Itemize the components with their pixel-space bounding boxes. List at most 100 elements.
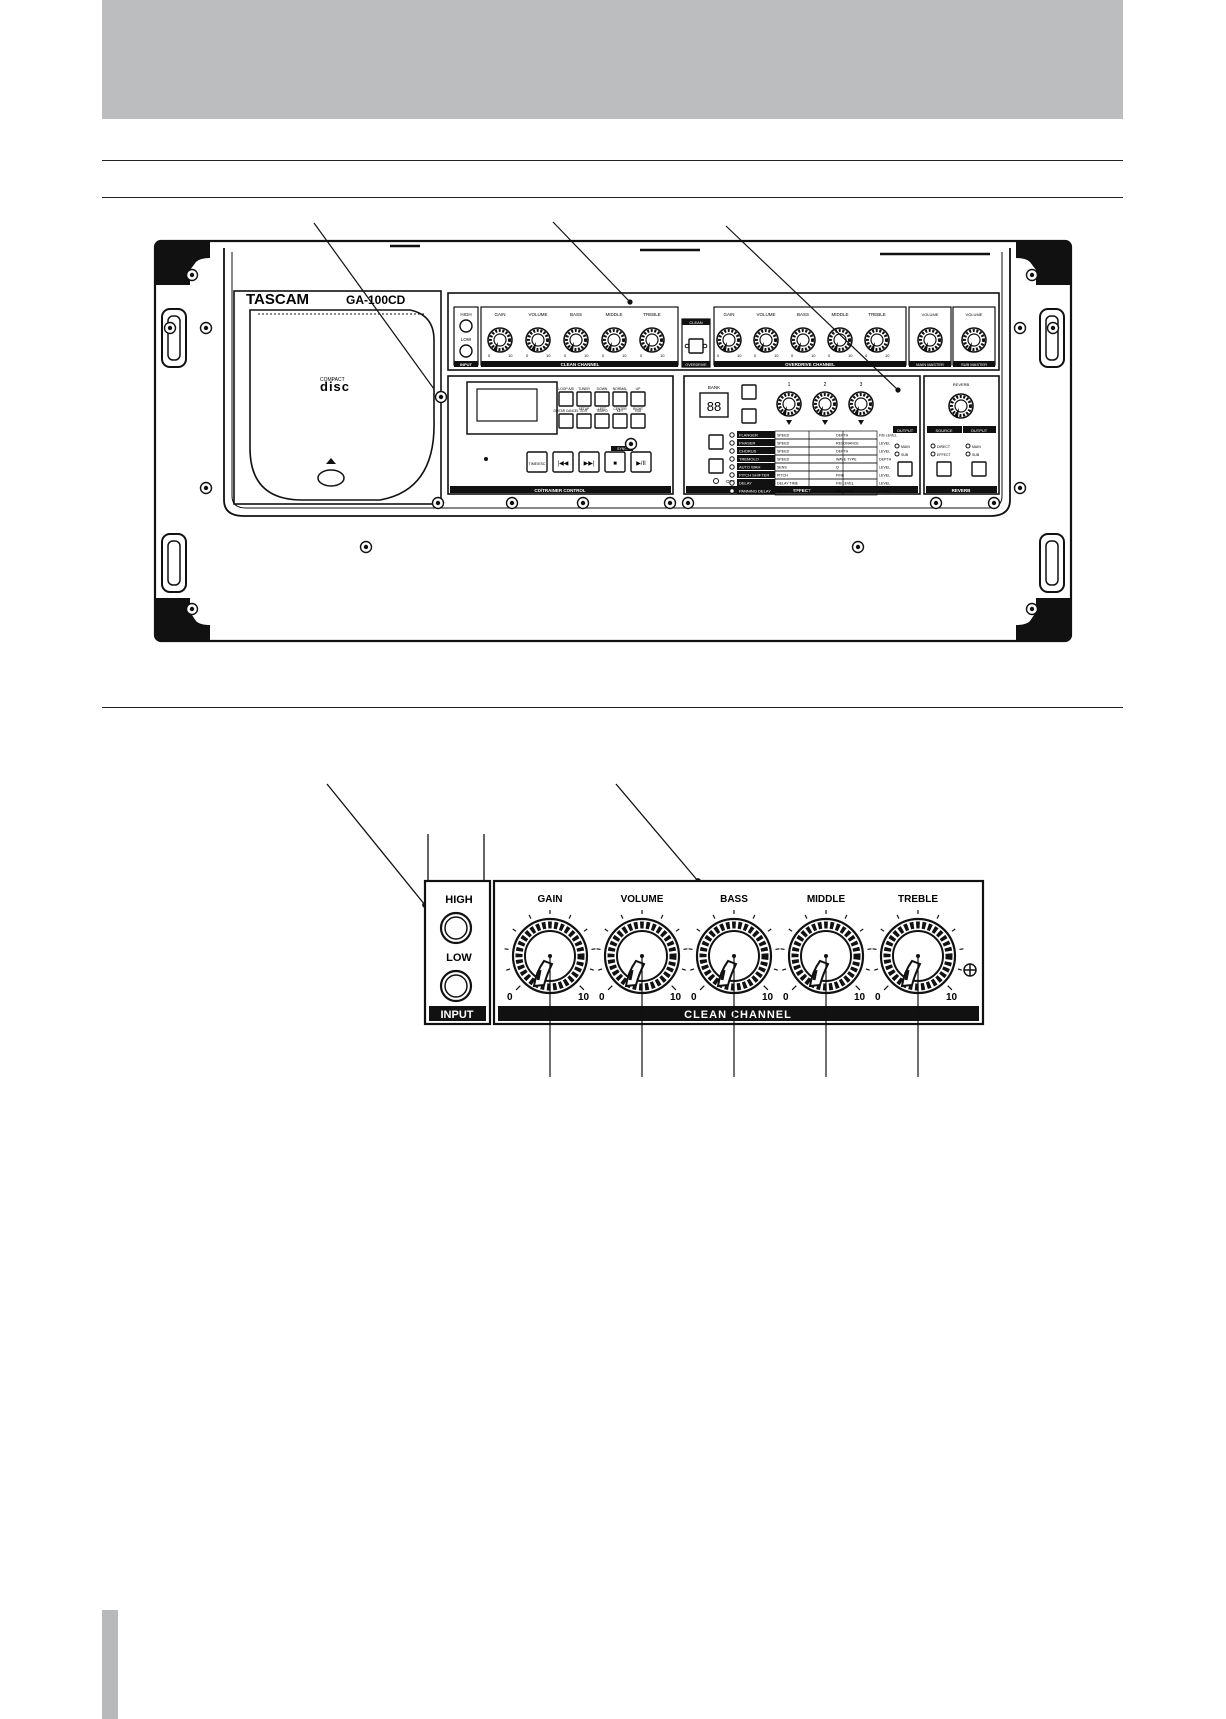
cd-down-button[interactable] bbox=[594, 391, 610, 407]
detail-knob-label: BASS bbox=[720, 894, 748, 905]
top-overdrive-scale-max: 10 bbox=[774, 353, 779, 358]
top-input-low-label: LOW bbox=[461, 337, 472, 342]
top-clean-treble-knob[interactable] bbox=[638, 326, 666, 354]
transport-button[interactable] bbox=[578, 451, 600, 473]
ground-icon bbox=[963, 963, 977, 977]
effect-up-button[interactable] bbox=[708, 434, 724, 450]
detail-knob-tick bbox=[596, 948, 601, 951]
effect-param: WAVE TYPE bbox=[836, 458, 857, 462]
bank-down-button[interactable] bbox=[741, 408, 757, 424]
cd-tuner-button[interactable] bbox=[576, 391, 592, 407]
transport-button[interactable] bbox=[630, 451, 652, 473]
cd-section: TASCAM GA-100CD COMPACT disc bbox=[233, 290, 448, 505]
effect-param: SPEED bbox=[777, 434, 790, 438]
sub-master-volume-knob[interactable] bbox=[960, 326, 988, 354]
detail-knob-tick bbox=[957, 968, 962, 971]
effect-led bbox=[729, 456, 735, 462]
cd-key-button[interactable] bbox=[612, 413, 628, 429]
top-input-title: INPUT bbox=[460, 362, 473, 367]
top-clean-scale-min: 0 bbox=[602, 353, 605, 358]
effect-name-cell bbox=[737, 471, 775, 478]
top-clean-scale-min: 0 bbox=[488, 353, 491, 358]
cd-loop-a-b-button[interactable] bbox=[558, 391, 574, 407]
transport-button[interactable] bbox=[604, 451, 626, 473]
reverb-output-button[interactable] bbox=[971, 461, 987, 477]
transport-button[interactable] bbox=[552, 451, 574, 473]
main-master-knob-label: VOLUME bbox=[922, 312, 939, 317]
sub-master-knob-label: VOLUME bbox=[966, 312, 983, 317]
detail-knob-tick bbox=[699, 985, 705, 991]
cd-tray[interactable] bbox=[249, 309, 435, 501]
detail-knob-tick bbox=[872, 948, 877, 951]
top-overdrive-volume-knob[interactable] bbox=[752, 326, 780, 354]
top-input-low-jack[interactable] bbox=[459, 344, 473, 358]
channel-select-button[interactable] bbox=[688, 338, 704, 354]
bank-up-button[interactable] bbox=[741, 384, 757, 400]
bank-display-digits: 88 bbox=[707, 399, 721, 414]
top-overdrive-middle-knob[interactable] bbox=[826, 326, 854, 354]
sub-master-title: SUB MASTER bbox=[961, 362, 987, 367]
top-overdrive-knob-label: TREBLE bbox=[868, 312, 886, 317]
transport-button[interactable] bbox=[526, 451, 548, 473]
master-sections: MAIN MASTER VOLUME SUB MASTER VOLUME bbox=[908, 306, 996, 367]
detail-knob-tick bbox=[865, 968, 870, 971]
bank-label: BANK bbox=[708, 385, 720, 390]
cd-tempo-button[interactable] bbox=[594, 413, 610, 429]
main-master-volume-knob[interactable] bbox=[916, 326, 944, 354]
detail-input-high-label: HIGH bbox=[445, 894, 473, 906]
top-overdrive-knob-label: VOLUME bbox=[756, 312, 775, 317]
top-overdrive-gain-knob[interactable] bbox=[715, 326, 743, 354]
effect-down-button[interactable] bbox=[708, 458, 724, 474]
effect-output-button[interactable] bbox=[897, 461, 913, 477]
cd-normal-button[interactable] bbox=[612, 391, 628, 407]
detail-knob-tick bbox=[804, 914, 808, 919]
eject-button[interactable] bbox=[317, 469, 345, 487]
header-band bbox=[102, 0, 1123, 119]
effect-name-cell bbox=[737, 431, 775, 438]
reverb-knob[interactable] bbox=[947, 392, 975, 420]
top-overdrive-bass-knob[interactable] bbox=[789, 326, 817, 354]
reverb-source-button[interactable] bbox=[936, 461, 952, 477]
effect-param: LEVEL bbox=[879, 450, 890, 454]
top-overdrive-knob-label: MIDDLE bbox=[831, 312, 848, 317]
top-clean-volume-knob[interactable] bbox=[524, 326, 552, 354]
top-input-high-jack[interactable] bbox=[459, 319, 473, 333]
reverb-output-main: MAIN bbox=[972, 445, 981, 449]
detail-knob-tick bbox=[660, 914, 664, 919]
detail-knob-tick bbox=[506, 968, 511, 971]
top-clean-bass-knob[interactable] bbox=[562, 326, 590, 354]
effect-name: PHASER bbox=[739, 441, 756, 446]
cd-button-label: NORMAL bbox=[613, 387, 628, 391]
top-overdrive-treble-knob[interactable] bbox=[863, 326, 891, 354]
cd-edit-button[interactable] bbox=[576, 413, 592, 429]
transport-button-label: TIME/ESC bbox=[529, 462, 546, 466]
effect-param: DEPTH bbox=[836, 434, 849, 438]
cd-button-sublabel: LEFT bbox=[598, 407, 606, 411]
effect-knob-1[interactable] bbox=[775, 390, 803, 418]
effect-section: EFFECT BANK 88 OFF 123 FLANGERSPEEDDEPTH… bbox=[683, 375, 921, 496]
top-clean-middle-knob[interactable] bbox=[600, 326, 628, 354]
cd-vsa-button[interactable] bbox=[630, 413, 646, 429]
effect-param: LEVEL bbox=[879, 466, 890, 470]
effect-param: F/B LEVEL bbox=[836, 490, 854, 494]
effect-led bbox=[729, 480, 735, 486]
reverb-source-direct: DIRECT bbox=[937, 445, 951, 449]
detail-knob-tick bbox=[504, 948, 509, 951]
cd-button-label: UP bbox=[636, 387, 641, 391]
effect-knob-3[interactable] bbox=[847, 390, 875, 418]
effect-knob-2[interactable] bbox=[811, 390, 839, 418]
detail-callout-dot bbox=[824, 954, 828, 958]
detail-knob-tick bbox=[880, 928, 885, 932]
bank-display bbox=[699, 392, 729, 418]
effect-name-cell bbox=[737, 439, 775, 446]
cd-up-button[interactable] bbox=[630, 391, 646, 407]
channel-switch-section: CLEAN OVERDRIVE bbox=[681, 318, 711, 368]
section-rule-1 bbox=[102, 160, 1123, 161]
top-clean-gain-knob[interactable] bbox=[486, 326, 514, 354]
effect-name: CHORUS bbox=[739, 449, 757, 454]
detail-scale-min: 0 bbox=[599, 992, 605, 1003]
cd-guitar-cancel-button[interactable] bbox=[558, 413, 574, 429]
switch-clean-label: CLEAN bbox=[689, 320, 702, 325]
effect-knob-pointer bbox=[822, 420, 828, 425]
